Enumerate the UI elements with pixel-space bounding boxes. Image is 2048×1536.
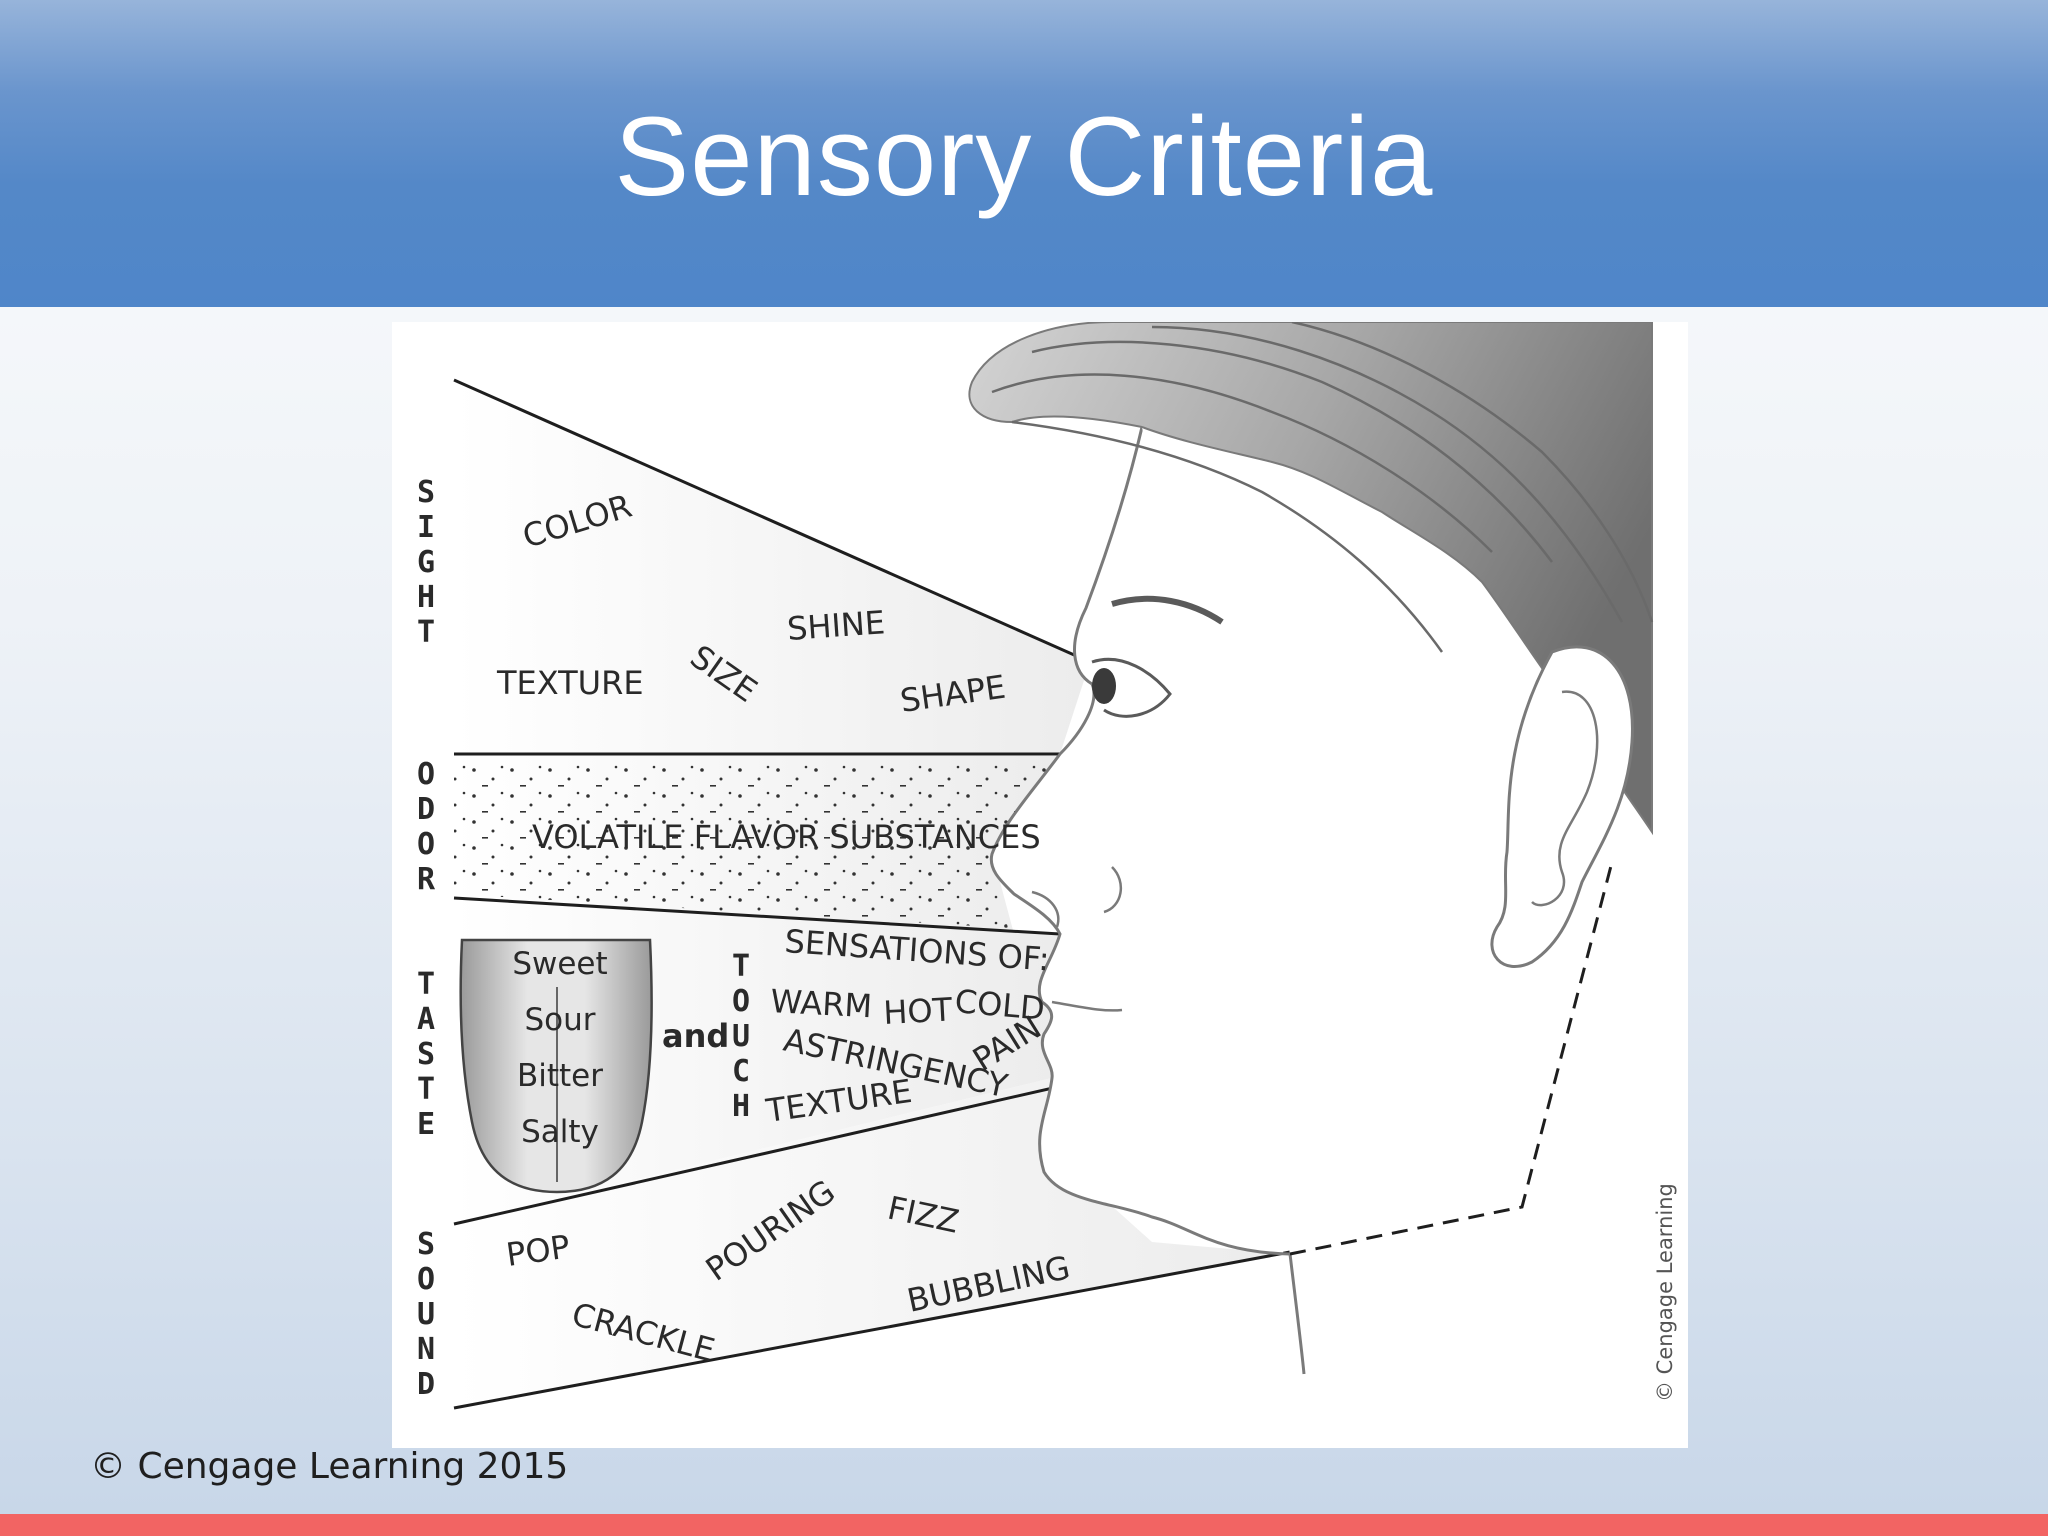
touch-label-hot: HOT bbox=[882, 990, 953, 1032]
odor-dots bbox=[454, 762, 1052, 928]
tongue-label-salty: Salty bbox=[521, 1114, 599, 1150]
sight-zone bbox=[454, 380, 1090, 754]
cheek-line bbox=[1103, 866, 1123, 914]
tongue-illustration: Sweet Sour Bitter Salty bbox=[459, 938, 653, 1194]
sight-top-line bbox=[453, 378, 1091, 664]
slide-header: Sensory Criteria bbox=[0, 0, 2048, 307]
figure-credit: © Cengage Learning bbox=[1653, 1183, 1677, 1402]
head-illustration bbox=[968, 322, 1654, 1375]
touch-label-warm: WARM bbox=[770, 982, 873, 1025]
nostril bbox=[1031, 890, 1060, 928]
jaw-dashed-line bbox=[1289, 861, 1614, 1256]
slide-title: Sensory Criteria bbox=[614, 94, 1434, 219]
and-label: and bbox=[662, 1017, 729, 1055]
tongue-label-bitter: Bitter bbox=[517, 1058, 603, 1094]
mouth-line bbox=[1051, 1000, 1123, 1012]
eyebrow bbox=[1111, 595, 1224, 625]
tongue-label-sour: Sour bbox=[524, 1002, 595, 1038]
touch-label-cold: COLD bbox=[953, 982, 1046, 1028]
ear-inner bbox=[1531, 690, 1599, 907]
zone-boundaries bbox=[453, 378, 1291, 1410]
tongue-label-sweet: Sweet bbox=[512, 946, 607, 982]
face-profile bbox=[989, 426, 1306, 1375]
copyright-notice: © Cengage Learning 2015 bbox=[90, 1446, 569, 1487]
sound-bottom-line bbox=[453, 1250, 1291, 1410]
hair bbox=[968, 322, 1653, 836]
odor-taste-line bbox=[453, 896, 1061, 936]
sound-zone bbox=[454, 1078, 1287, 1408]
bottom-accent-bar bbox=[0, 1514, 2048, 1536]
hair-strands bbox=[991, 322, 1654, 653]
eye-iris bbox=[1092, 668, 1116, 704]
taste-sound-line bbox=[453, 1078, 1089, 1226]
sight-label-texture: TEXTURE bbox=[496, 664, 644, 702]
sight-label-shine: SHINE bbox=[786, 603, 886, 648]
sound-label-pop: POP bbox=[504, 1227, 572, 1274]
odor-label: VOLATILE FLAVOR SUBSTANCES bbox=[532, 818, 1041, 856]
